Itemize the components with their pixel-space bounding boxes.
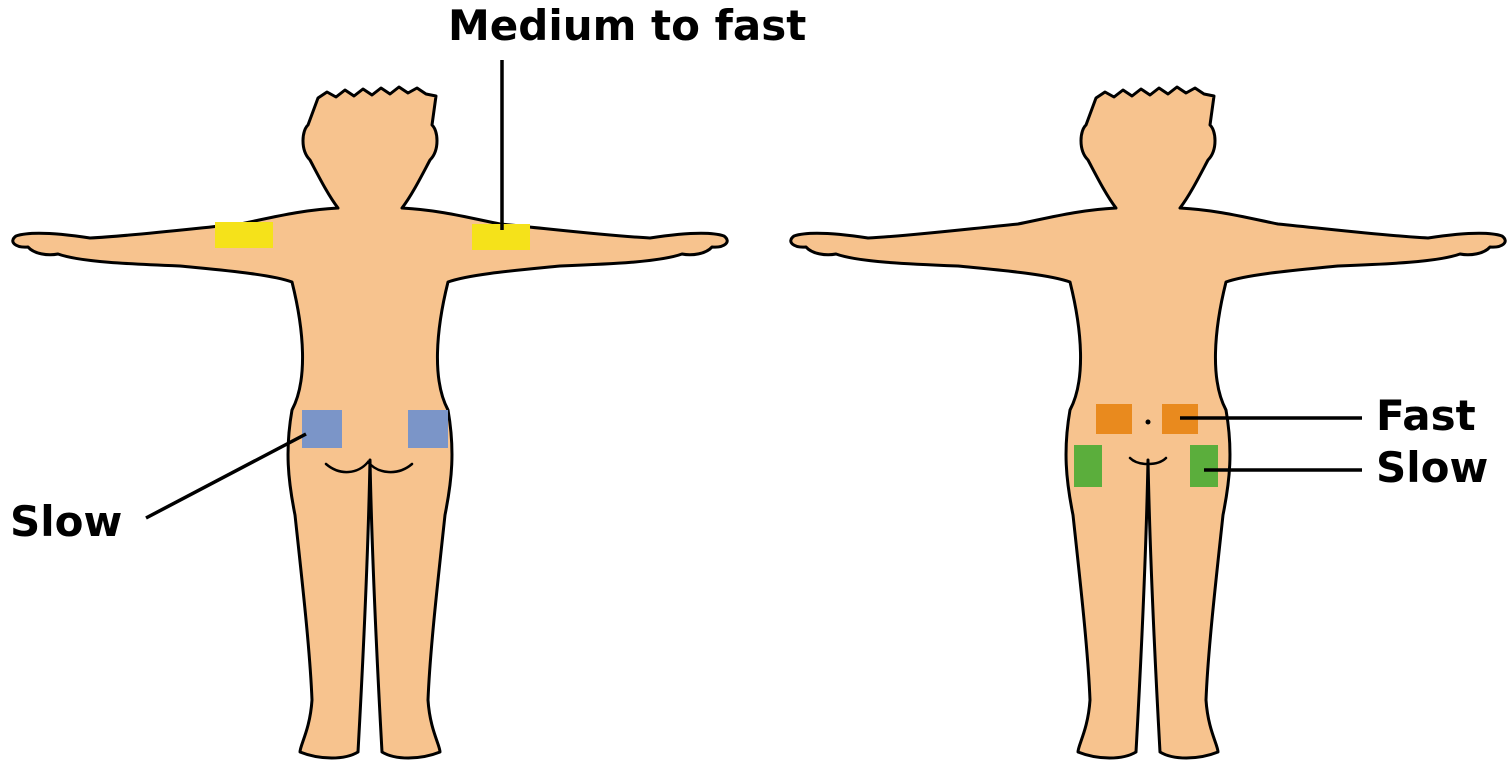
upper-arm-zone-left — [215, 222, 273, 248]
thigh-zone-right — [1190, 445, 1218, 487]
thigh-zone-left — [1074, 445, 1102, 487]
navel — [1146, 420, 1151, 425]
abdomen-zone-left — [1096, 404, 1132, 434]
slow-back-label: Slow — [10, 497, 122, 546]
buttock-zone-right — [408, 410, 448, 448]
fast-label: Fast — [1376, 391, 1476, 440]
slow-front-label: Slow — [1376, 443, 1488, 492]
medium-to-fast-label: Medium to fast — [448, 1, 806, 50]
buttock-zone-left — [302, 410, 342, 448]
back-view-figure — [13, 87, 727, 758]
slow-back-leader-line — [146, 434, 306, 518]
back-body-silhouette — [13, 87, 727, 758]
